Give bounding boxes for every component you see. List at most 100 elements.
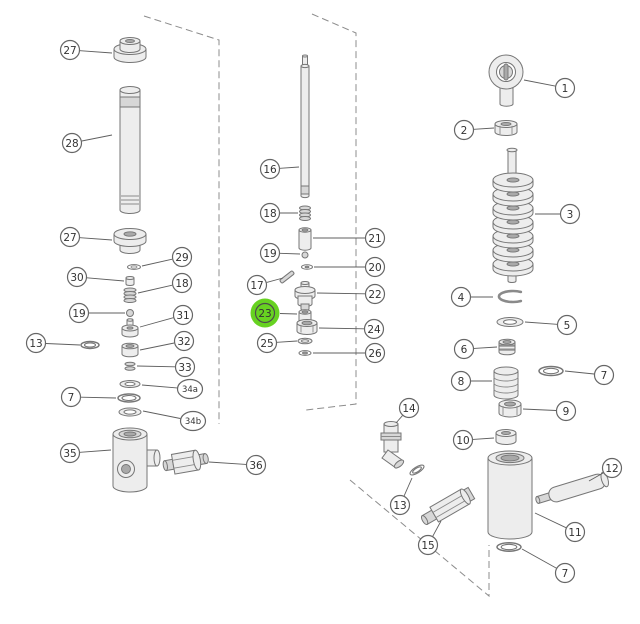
callout-bubble [171, 272, 193, 294]
callout-bubble [363, 318, 385, 340]
grouping-boundaries [143, 13, 490, 598]
callout-25[interactable]: 25 [256, 332, 298, 354]
callout-number: 22 [368, 289, 381, 301]
callout-6[interactable]: 6 [453, 338, 498, 360]
callout-19[interactable]: 19 [259, 242, 301, 264]
leader-line [588, 472, 604, 482]
part-handle-pin-12 [535, 471, 609, 504]
callout-27[interactable]: 27 [59, 226, 113, 248]
leader-line [472, 437, 495, 440]
callout-34a[interactable]: 34a [141, 378, 204, 400]
callout-17[interactable]: 17 [246, 274, 284, 296]
callout-15[interactable]: 15 [417, 520, 442, 556]
callout-36[interactable]: 36 [208, 454, 267, 476]
callout-35[interactable]: 35 [59, 442, 112, 464]
callout-19[interactable]: 19 [68, 302, 126, 324]
part-washer-34b [118, 407, 142, 417]
callout-number: 13 [29, 338, 42, 350]
leader-line [276, 340, 298, 343]
part-disc-spring-stack [492, 147, 534, 283]
callout-28[interactable]: 28 [61, 132, 113, 154]
callout-4[interactable]: 4 [450, 286, 494, 308]
callout-14[interactable]: 14 [395, 397, 420, 424]
part-spring-middle [299, 205, 311, 221]
leader-line [522, 408, 557, 411]
callout-number: 19 [263, 248, 276, 260]
callout-bubble [61, 132, 83, 154]
part-plug [125, 276, 135, 286]
part-washer-25 [297, 337, 313, 345]
callout-23[interactable]: 23 [250, 298, 298, 328]
callout-21[interactable]: 21 [313, 227, 386, 249]
callout-26[interactable]: 26 [313, 342, 386, 364]
part-valve-cartridge [294, 281, 316, 311]
part-gland-nut-top [113, 37, 147, 63]
callout-13[interactable]: 13 [389, 477, 413, 516]
leader-line [432, 520, 442, 537]
callout-number: 5 [564, 320, 571, 332]
leader-line [79, 237, 113, 241]
callout-8[interactable]: 8 [450, 370, 493, 392]
callout-number: 18 [263, 208, 276, 220]
leader-line [81, 134, 113, 142]
leader-line [279, 252, 301, 255]
assembly-left-valve-stack [80, 37, 209, 493]
callout-22[interactable]: 22 [316, 283, 386, 305]
callout-bubble [364, 342, 386, 364]
callout-number: 23 [258, 308, 271, 320]
callout-13[interactable]: 13 [25, 332, 81, 354]
part-oring-7-left [117, 393, 141, 403]
leader-line [279, 166, 300, 169]
callout-20[interactable]: 20 [314, 256, 386, 278]
part-rod-end-bearing [488, 54, 524, 107]
callout-30[interactable]: 30 [66, 266, 125, 288]
callout-7[interactable]: 7 [564, 364, 615, 386]
callout-34b[interactable]: 34b [142, 410, 207, 432]
callout-3[interactable]: 3 [535, 203, 581, 225]
part-round-nut-9 [498, 399, 522, 418]
callout-11[interactable]: 11 [534, 512, 586, 543]
callout-bubble [176, 378, 204, 400]
leader-line [86, 277, 125, 282]
callout-10[interactable]: 10 [452, 429, 495, 451]
dashed-boundary-bottom [349, 479, 490, 598]
callout-number: 7 [601, 370, 608, 382]
callout-7[interactable]: 7 [60, 386, 117, 408]
callout-18[interactable]: 18 [259, 202, 299, 224]
part-seal-ring [301, 264, 313, 270]
leader-line [136, 365, 176, 368]
part-gland-nut-lower [113, 228, 147, 254]
callout-1[interactable]: 1 [523, 77, 576, 99]
callout-29[interactable]: 29 [141, 246, 193, 268]
part-spacer-pair [124, 361, 136, 371]
callout-16[interactable]: 16 [259, 158, 300, 180]
callout-number: 4 [458, 292, 465, 304]
callout-33[interactable]: 33 [136, 356, 196, 378]
callout-number: 2 [461, 125, 468, 137]
callout-bubble [559, 203, 581, 225]
leader-line [208, 461, 247, 465]
leader-line [521, 548, 557, 569]
part-union-fitting [162, 449, 209, 475]
callout-5[interactable]: 5 [524, 314, 578, 336]
callout-7[interactable]: 7 [521, 548, 576, 584]
callout-number: 7 [562, 568, 569, 580]
callout-2[interactable]: 2 [453, 119, 495, 141]
part-piston-rod [300, 54, 310, 199]
callout-9[interactable]: 9 [522, 400, 577, 422]
callout-24[interactable]: 24 [318, 318, 385, 340]
callout-32[interactable]: 32 [139, 330, 195, 352]
callout-18[interactable]: 18 [137, 272, 193, 294]
callout-12[interactable]: 12 [588, 457, 623, 482]
callout-number: 27 [63, 232, 76, 244]
callout-number: 25 [260, 338, 273, 350]
callout-number: 35 [63, 448, 76, 460]
leader-line [473, 127, 495, 130]
callout-bubble [364, 227, 386, 249]
callout-number: 30 [70, 272, 83, 284]
leader-line [534, 512, 567, 529]
part-ball-middle [301, 251, 309, 259]
callout-27[interactable]: 27 [59, 39, 113, 61]
callout-bubble [173, 330, 195, 352]
callout-31[interactable]: 31 [139, 304, 194, 328]
